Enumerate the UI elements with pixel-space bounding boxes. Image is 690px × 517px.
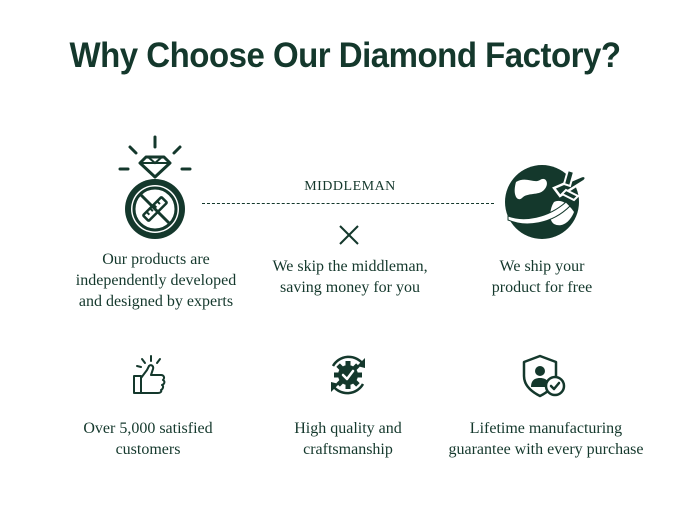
feature-caption-designed: Our products are independently developed… [75,251,237,310]
feature-caption-middleman: We skip the middleman, saving money for … [272,258,428,296]
page-title: Why Choose Our Diamond Factory? [69,34,621,75]
shield-user-check-icon [520,354,566,398]
feature-caption-shipping: We ship your product for free [491,258,593,296]
feature-caption-quality: High quality and craftsmanship [294,420,402,458]
x-icon [338,224,360,246]
feature-caption-guarantee: Lifetime manufacturing guarantee with ev… [448,420,644,458]
middleman-dashed-line [202,203,494,204]
feature-caption-customers: Over 5,000 satisfied customers [83,420,213,458]
thumbs-up-icon [131,354,167,396]
diamond-ring-no-tools-icon [112,133,198,243]
globe-airplane-icon [504,162,588,242]
middleman-label: MIDDLEMAN [304,179,396,194]
quality-gear-check-icon [325,352,371,398]
